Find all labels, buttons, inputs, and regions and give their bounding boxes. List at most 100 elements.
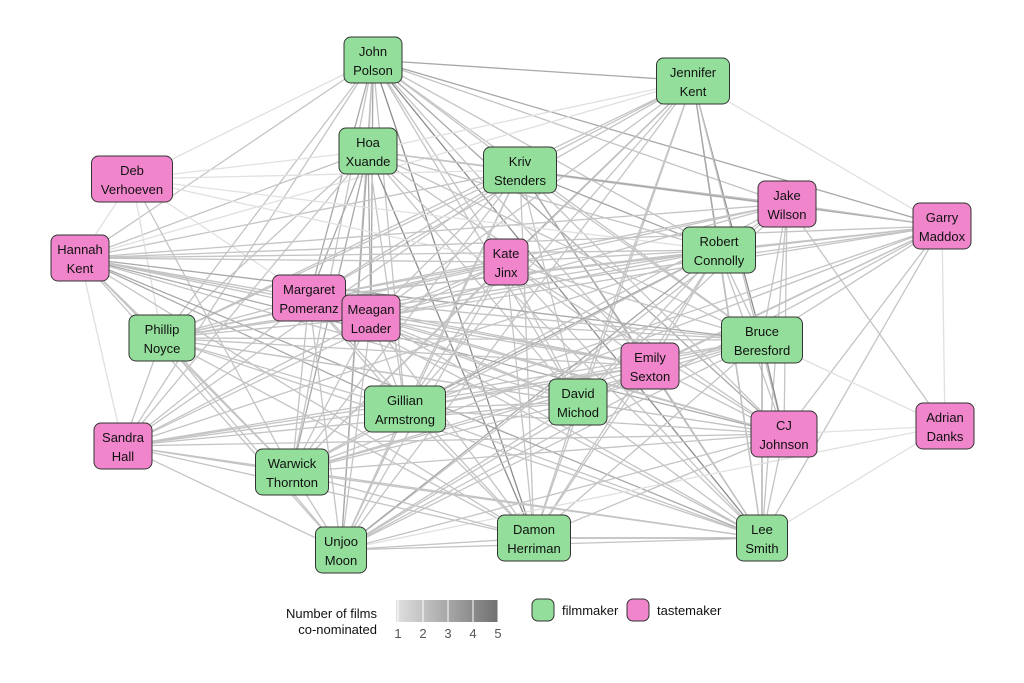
node-label: Danks (927, 429, 964, 444)
node-box (721, 316, 803, 364)
node-box (497, 514, 571, 562)
edge-phillip-bruce (161, 337, 763, 341)
node-label: Phillip (145, 322, 180, 337)
edge-meagan-lee (370, 317, 763, 539)
edge-hoa-cj (367, 150, 785, 435)
edge-kriv-damon (519, 169, 535, 539)
node-label: Kriv (509, 154, 532, 169)
node-label: Thornton (266, 475, 318, 490)
node-label: David (561, 386, 594, 401)
node-label: Sexton (630, 369, 670, 384)
edge-john-damon (372, 59, 535, 539)
edge-john-deb (131, 59, 374, 180)
node-label: Adrian (926, 410, 964, 425)
edge-cj-unjoo (340, 433, 785, 551)
node-box (343, 36, 403, 84)
node-label: Michod (557, 405, 599, 420)
node-box (50, 234, 110, 282)
edge-hoa-bruce (367, 150, 763, 341)
node-label: Maddox (919, 229, 966, 244)
edge-john-meagan (370, 59, 374, 319)
node-label: CJ (776, 418, 792, 433)
edge-gillian-sandra (122, 408, 406, 447)
edge-meagan-david (370, 317, 579, 403)
edge-kriv-margaret (308, 169, 521, 299)
edge-john-sandra (122, 59, 374, 447)
node-label: Verhoeven (101, 182, 163, 197)
edge-meagan-bruce (370, 317, 763, 341)
node-box (757, 180, 817, 228)
node-label: Herriman (507, 541, 560, 556)
legend-tastemaker-swatch (626, 598, 650, 622)
edge-robert-damon (533, 249, 720, 539)
node-label: Robert (699, 234, 738, 249)
node-box (128, 314, 196, 362)
edge-robert-lee (718, 249, 763, 539)
legend-tick-label: 4 (469, 626, 476, 641)
edge-bruce-warwick (291, 339, 763, 473)
edge-cj-sandra (122, 433, 785, 447)
node-label: Xuande (346, 154, 391, 169)
legend-tick-label: 3 (444, 626, 451, 641)
edge-kriv-hannah (79, 169, 521, 259)
legend-tick-label: 2 (419, 626, 426, 641)
edge-garry-meagan (370, 225, 943, 319)
edge-john-jennifer (372, 59, 694, 82)
node-label: Pomeranz (279, 301, 338, 316)
edge-hannah-robert (79, 249, 720, 259)
legend-tick-label: 5 (494, 626, 501, 641)
edge-jake-lee (761, 203, 788, 539)
node-box (915, 402, 975, 450)
node-box (656, 57, 730, 105)
legend-tastemaker-label: tastemaker (657, 603, 722, 618)
node-box (483, 146, 557, 194)
edge-jake-phillip (161, 203, 788, 339)
node-label: Lee (751, 522, 773, 537)
edge-jennifer-garry (692, 80, 943, 227)
node-label: Connolly (694, 253, 745, 268)
edge-bruce-unjoo (340, 339, 763, 551)
edge-kate-bruce (505, 261, 763, 341)
node-label: Loader (351, 321, 392, 336)
node-label: Moon (325, 553, 358, 568)
edge-kriv-david (519, 169, 579, 403)
edge-phillip-damon (161, 337, 535, 539)
node-box (364, 385, 446, 433)
edge-robert-warwick (291, 249, 720, 473)
edge-kriv-warwick (291, 169, 521, 473)
node-label: Hoa (356, 135, 381, 150)
edge-john-emily (372, 59, 651, 367)
edge-phillip-lee (161, 337, 763, 539)
edge-emily-lee (649, 365, 763, 539)
node-box (255, 448, 329, 496)
edge-cj-warwick (291, 433, 785, 473)
node-label: Noyce (144, 341, 181, 356)
edge-jake-hannah (79, 203, 788, 259)
node-label: Kent (67, 261, 94, 276)
node-label: Sandra (102, 430, 145, 445)
edge-margaret-sandra (122, 297, 310, 447)
node-label: Stenders (494, 173, 547, 188)
edge-meagan-sandra (122, 317, 372, 447)
node-label: Jinx (494, 265, 518, 280)
node-label: Smith (745, 541, 778, 556)
node-label: Wilson (767, 207, 806, 222)
node-label: Unjoo (324, 534, 358, 549)
edge-robert-phillip (161, 249, 720, 339)
legend-filmmaker-label: filmmaker (562, 603, 619, 618)
edge-john-hannah (79, 59, 374, 259)
